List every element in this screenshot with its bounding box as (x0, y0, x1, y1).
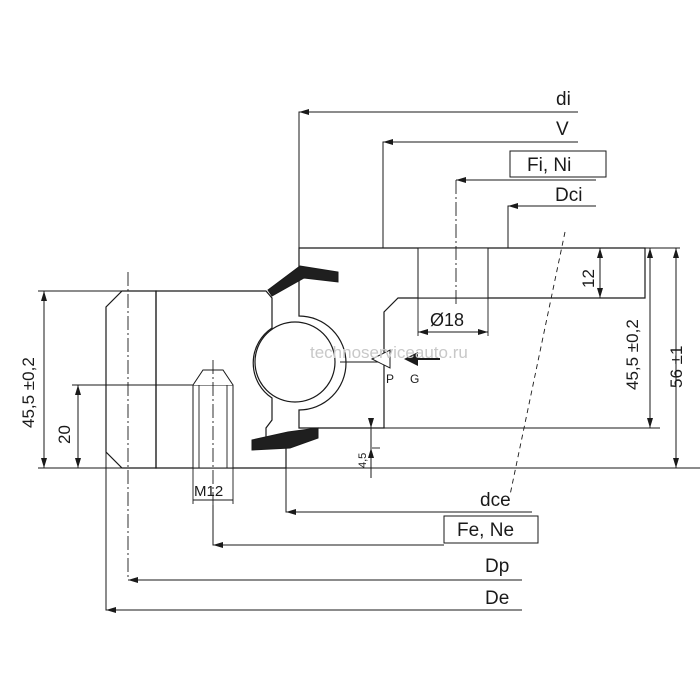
outer-ring-left-band (105, 290, 157, 469)
inner-ring-body (298, 247, 646, 429)
bottom-dimensions (105, 452, 532, 613)
label-g: G (410, 372, 419, 386)
label-fe-ne: Fe, Ne (457, 520, 514, 541)
outer-ring-body (155, 290, 287, 469)
thread-dimension (192, 468, 234, 504)
label-12: 12 (579, 269, 598, 288)
label-fi-ni: Fi, Ni (527, 155, 571, 176)
label-v: V (556, 119, 569, 140)
label-di: di (556, 89, 571, 110)
watermark: technoserviceauto.ru (310, 343, 468, 362)
label-dce: dce (480, 490, 511, 511)
label-45-5-right: 45,5 ±0,2 (623, 319, 642, 390)
mounting-hole (417, 247, 489, 299)
p-marker-icon (370, 349, 391, 369)
load-markers (370, 349, 440, 369)
hole-dimension (417, 298, 489, 336)
label-m12: M12 (194, 483, 223, 500)
fe-ne-box (443, 515, 539, 544)
label-de: De (485, 588, 509, 609)
fi-ni-box (509, 150, 607, 178)
rolling-ball (254, 321, 336, 403)
label-4-5: 4,5 (357, 453, 369, 468)
contact-angle-line (509, 231, 566, 496)
right-dimensions (286, 247, 680, 478)
label-56: 56 ±1 (667, 346, 686, 388)
g-arrow-icon (404, 352, 418, 366)
label-45-5-left: 45,5 ±0,2 (19, 357, 38, 428)
top-dimensions (298, 109, 596, 248)
label-p: P (386, 372, 394, 386)
left-dimensions (38, 290, 700, 469)
label-20: 20 (55, 425, 74, 444)
inner-ring (298, 180, 646, 429)
label-dp: Dp (485, 556, 509, 577)
label-dci: Dci (555, 185, 582, 206)
seal-top (267, 265, 339, 297)
seal-bottom (251, 427, 319, 451)
label-hole-dia: Ø18 (430, 310, 464, 330)
